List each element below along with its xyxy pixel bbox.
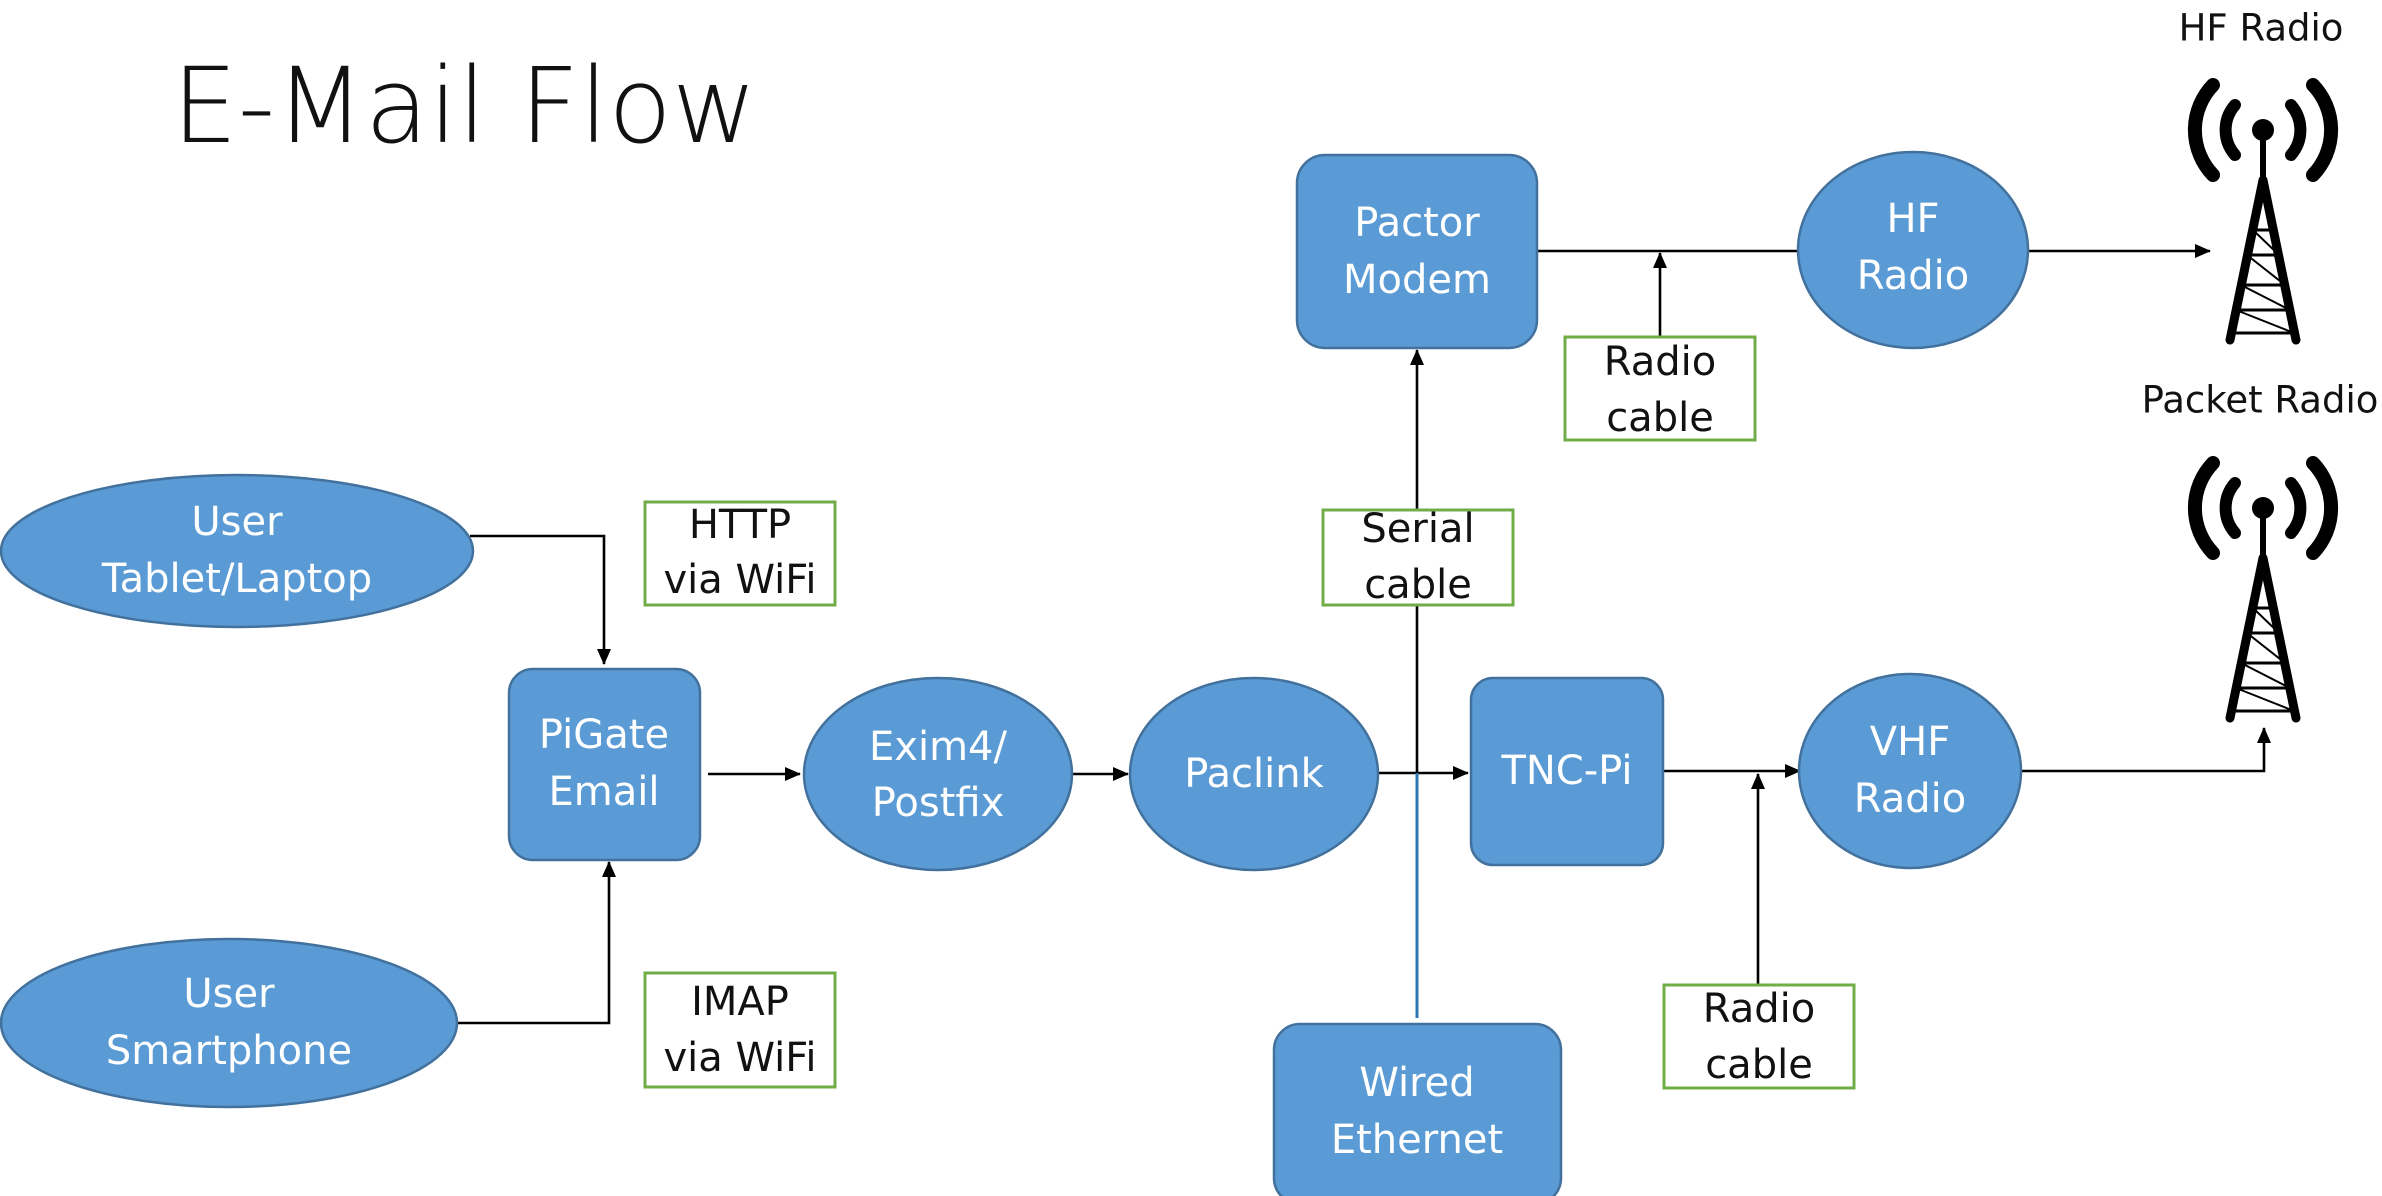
node-paclink: Paclink (1128, 676, 1380, 872)
label-serial-cable: Serial cable (1321, 506, 1515, 608)
node-user-smartphone-line2: Smartphone (106, 1028, 352, 1074)
node-exim-line2: Postfix (872, 780, 1005, 826)
label-imap-line2: via WiFi (663, 1035, 816, 1081)
node-tnc-line1: TNC-Pi (1500, 748, 1632, 794)
label-radio-hf-line1: Radio (1604, 339, 1716, 385)
node-hf-radio-line2: Radio (1857, 253, 1969, 299)
page-title: E-Mail Flow (172, 45, 757, 167)
node-user-tablet: User Tablet/Laptop (0, 473, 475, 629)
node-wired-line1: Wired (1359, 1060, 1474, 1106)
node-pactor-modem: Pactor Modem (1295, 153, 1539, 350)
node-exim-postfix: Exim4/ Postfix (802, 676, 1074, 872)
node-paclink-line1: Paclink (1184, 751, 1324, 797)
edge-vhf-to-antenna (2021, 727, 2271, 773)
node-exim-line1: Exim4/ (869, 724, 1007, 770)
label-radio-cable-hf: Radio cable (1563, 335, 1757, 442)
node-wired-line2: Ethernet (1331, 1117, 1503, 1163)
node-tnc-pi: TNC-Pi (1469, 676, 1665, 867)
label-imap: IMAP via WiFi (643, 971, 837, 1089)
label-serial-line1: Serial (1361, 506, 1474, 552)
node-pigate-email: PiGate Email (507, 667, 702, 862)
edges (458, 244, 2271, 1025)
node-hf-radio-line1: HF (1886, 196, 1939, 242)
label-radio-vhf-line1: Radio (1703, 986, 1815, 1032)
node-pactor-line1: Pactor (1354, 200, 1480, 246)
node-user-tablet-line2: Tablet/Laptop (101, 556, 372, 602)
edge-smartphone-to-pigate (458, 861, 616, 1025)
node-user-smartphone-line1: User (183, 971, 275, 1017)
packet-antenna-icon (2187, 456, 2339, 723)
label-radio-hf-line2: cable (1606, 395, 1714, 441)
label-http: HTTP via WiFi (643, 500, 837, 607)
label-radio-vhf-line2: cable (1705, 1042, 1813, 1088)
edge-tablet-to-pigate (470, 534, 611, 665)
node-user-smartphone: User Smartphone (0, 937, 459, 1109)
label-radio-cable-vhf: Radio cable (1662, 983, 1856, 1090)
node-vhf-radio-line1: VHF (1870, 719, 1950, 765)
antenna-label-hf: HF Radio (2179, 7, 2344, 50)
node-pactor-line2: Modem (1343, 257, 1491, 303)
node-wired-ethernet: Wired Ethernet (1272, 1022, 1563, 1196)
antenna-label-packet: Packet Radio (2142, 379, 2379, 422)
label-http-line2: via WiFi (663, 557, 816, 603)
node-vhf-radio-line2: Radio (1854, 776, 1966, 822)
node-vhf-radio: VHF Radio (1797, 672, 2023, 870)
node-pigate-line2: Email (549, 769, 660, 815)
hf-antenna-icon (2187, 78, 2339, 345)
label-http-line1: HTTP (689, 502, 791, 548)
node-hf-radio: HF Radio (1796, 150, 2030, 350)
node-user-tablet-line1: User (191, 499, 283, 545)
label-serial-line2: cable (1364, 562, 1472, 608)
node-pigate-line1: PiGate (539, 712, 669, 758)
label-imap-line1: IMAP (691, 979, 789, 1025)
